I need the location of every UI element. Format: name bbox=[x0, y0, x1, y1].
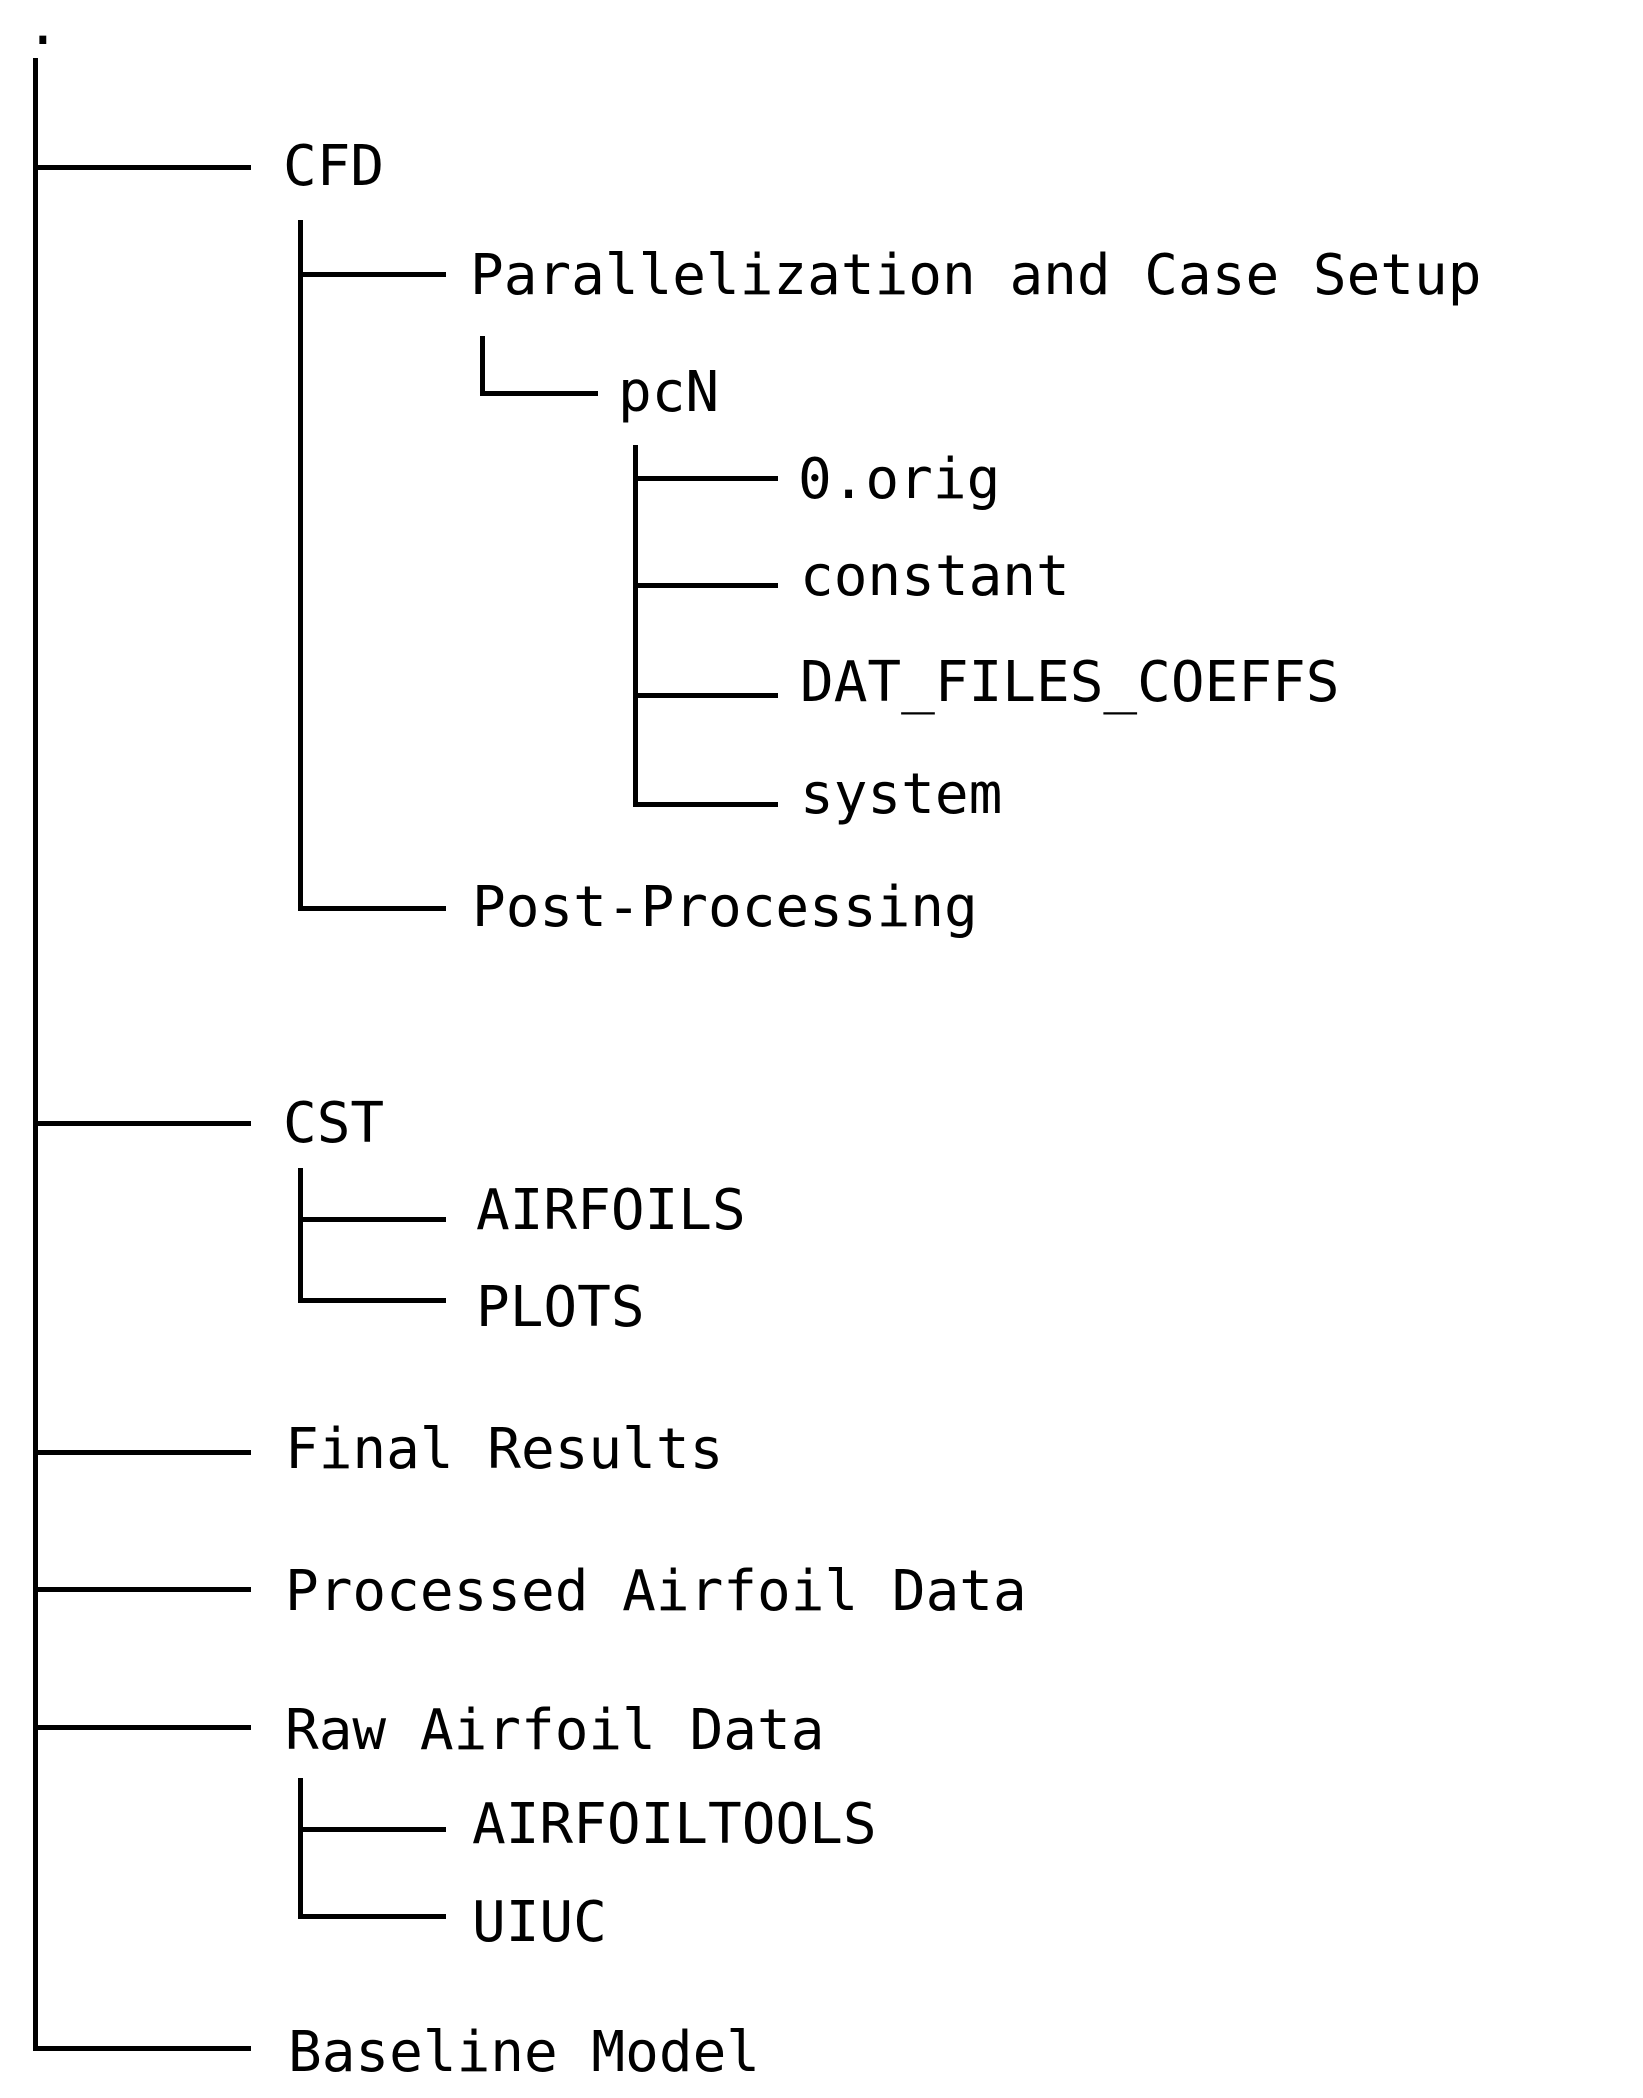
folder-0-orig[interactable]: 0.orig bbox=[798, 447, 1001, 512]
folder-uiuc[interactable]: UIUC bbox=[472, 1890, 607, 1955]
folder-dat-files-coeffs[interactable]: DAT_FILES_COEFFS bbox=[800, 650, 1340, 715]
folder-pcn[interactable]: pcN bbox=[618, 360, 720, 425]
folder-final-results[interactable]: Final Results bbox=[285, 1417, 724, 1482]
pcn-children-trunk-line bbox=[633, 445, 638, 807]
branch-line-processed-airfoil-data bbox=[33, 1587, 251, 1592]
branch-line-raw-airfoil-data bbox=[33, 1725, 251, 1730]
folder-cfd[interactable]: CFD bbox=[283, 134, 385, 199]
branch-line-final-results bbox=[33, 1450, 251, 1455]
folder-post-processing[interactable]: Post-Processing bbox=[472, 875, 978, 940]
branch-line-cst bbox=[33, 1121, 251, 1126]
folder-parallelization[interactable]: Parallelization and Case Setup bbox=[470, 243, 1482, 308]
folder-airfoils[interactable]: AIRFOILS bbox=[476, 1178, 746, 1243]
pcn-elbow-vertical-line bbox=[480, 336, 485, 396]
tree-root-label: . bbox=[26, 0, 60, 58]
branch-line-dat-files-coeffs bbox=[633, 693, 778, 698]
folder-baseline-model[interactable]: Baseline Model bbox=[288, 2020, 761, 2085]
branch-line-plots bbox=[298, 1298, 446, 1303]
branch-line-cfd bbox=[33, 165, 251, 170]
branch-line-uiuc bbox=[298, 1914, 446, 1919]
folder-cst[interactable]: CST bbox=[283, 1091, 385, 1156]
branch-line-baseline-model bbox=[33, 2046, 251, 2051]
branch-line-0-orig bbox=[633, 476, 778, 481]
raw-children-trunk-line bbox=[298, 1778, 303, 1919]
branch-line-parallelization bbox=[298, 272, 446, 277]
branch-line-system bbox=[633, 802, 778, 807]
folder-raw-airfoil-data[interactable]: Raw Airfoil Data bbox=[285, 1698, 825, 1763]
folder-system[interactable]: system bbox=[800, 762, 1003, 827]
folder-airfoiltools[interactable]: AIRFOILTOOLS bbox=[472, 1792, 877, 1857]
tree-trunk-line bbox=[33, 58, 38, 2051]
folder-plots[interactable]: PLOTS bbox=[476, 1275, 645, 1340]
branch-line-constant bbox=[633, 583, 778, 588]
cst-children-trunk-line bbox=[298, 1168, 303, 1303]
cfd-children-trunk-line bbox=[298, 220, 303, 911]
folder-constant[interactable]: constant bbox=[800, 544, 1070, 609]
branch-line-airfoiltools bbox=[298, 1827, 446, 1832]
branch-line-airfoils bbox=[298, 1217, 446, 1222]
branch-line-pcn bbox=[480, 391, 598, 396]
branch-line-post-processing bbox=[298, 906, 446, 911]
folder-processed-airfoil-data[interactable]: Processed Airfoil Data bbox=[285, 1559, 1027, 1624]
